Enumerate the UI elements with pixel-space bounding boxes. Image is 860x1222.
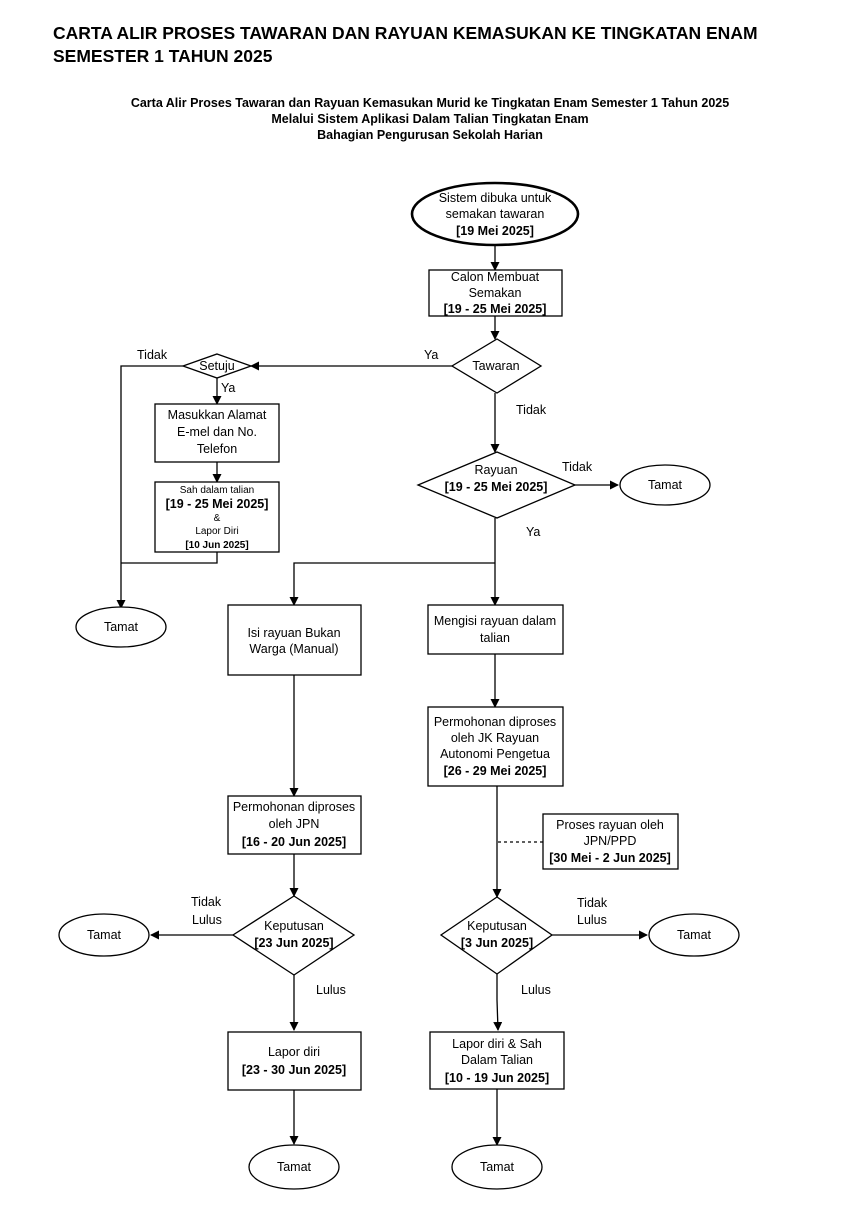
- node-isi-manual-line-1: Isi rayuan Bukan: [247, 626, 340, 640]
- node-tamat-left-end-label: Tamat: [277, 1160, 312, 1174]
- edge-setuju-tamat: [116, 365, 183, 609]
- node-alamat-line-3: Telefon: [197, 442, 237, 456]
- node-semakan: Calon Membuat Semakan [19 - 25 Mei 2025]: [428, 269, 563, 317]
- node-semakan-line-1: Calon Membuat: [451, 270, 540, 284]
- label-setuju-ya: Ya: [221, 381, 235, 395]
- node-jpn-ppd-date: [30 Mei - 2 Jun 2025]: [549, 851, 671, 865]
- node-jpn-ppd: Proses rayuan oleh JPN/PPD [30 Mei - 2 J…: [542, 813, 679, 870]
- node-tamat-setuju-label: Tamat: [104, 620, 139, 634]
- node-isi-talian-line-1: Mengisi rayuan dalam: [434, 614, 556, 628]
- node-lapor-left-date: [23 - 30 Jun 2025]: [242, 1063, 346, 1077]
- node-tamat-right-fail: Tamat: [648, 913, 740, 957]
- node-keputusan-right-label: Keputusan: [467, 919, 527, 933]
- node-rayuan-label: Rayuan: [474, 463, 517, 477]
- node-lapor-right: Lapor diri & Sah Dalam Talian [10 - 19 J…: [429, 1031, 565, 1090]
- node-tamat-rayuan-label: Tamat: [648, 478, 683, 492]
- edge-keputusan-right-lapor: [493, 974, 503, 1031]
- node-sah-date-2: [10 Jun 2025]: [185, 540, 248, 551]
- node-keputusan-right-date: [3 Jun 2025]: [461, 936, 533, 950]
- node-keputusan-left: Keputusan [23 Jun 2025]: [231, 895, 356, 976]
- node-tamat-left-fail: Tamat: [58, 913, 150, 957]
- node-jpn-ppd-line-2: JPN/PPD: [584, 834, 637, 848]
- page-title: CARTA ALIR PROSES TAWARAN DAN RAYUAN KEM…: [53, 23, 758, 66]
- node-jpn-date: [16 - 20 Jun 2025]: [242, 835, 346, 849]
- node-jpn-line-1: Permohonan diproses: [233, 800, 355, 814]
- node-semakan-line-2: Semakan: [469, 286, 522, 300]
- node-start: Sistem dibuka untuk semakan tawaran [19 …: [410, 181, 580, 247]
- node-lapor-left-line-1: Lapor diri: [268, 1045, 320, 1059]
- label-rayuan-tidak: Tidak: [562, 460, 593, 474]
- node-alamat: Masukkan Alamat E-mel dan No. Telefon: [154, 403, 280, 463]
- node-rayuan-date: [19 - 25 Mei 2025]: [445, 480, 548, 494]
- node-start-date: [19 Mei 2025]: [456, 224, 534, 238]
- label-left-tidak: Tidak: [191, 895, 222, 909]
- node-keputusan-left-label: Keputusan: [264, 919, 324, 933]
- label-left-lulus: Lulus: [316, 983, 346, 997]
- node-tamat-setuju: Tamat: [75, 606, 167, 648]
- node-jk-line-2: oleh JK Rayuan: [451, 731, 539, 745]
- edge-sah-join: [121, 552, 218, 564]
- node-tamat-right-end: Tamat: [451, 1144, 543, 1190]
- node-isi-manual-line-2: Warga (Manual): [249, 642, 338, 656]
- node-jpn-line-2: oleh JPN: [269, 817, 320, 831]
- node-sah: Sah dalam talian [19 - 25 Mei 2025] & La…: [154, 481, 280, 553]
- subtitle-line-2: Melalui Sistem Aplikasi Dalam Talian Tin…: [271, 112, 589, 126]
- node-sah-amp: &: [214, 513, 221, 524]
- node-jpn-ppd-line-1: Proses rayuan oleh: [556, 818, 664, 832]
- node-sah-line-1: Sah dalam talian: [180, 485, 255, 496]
- node-keputusan-left-date: [23 Jun 2025]: [254, 936, 333, 950]
- node-lapor-left: Lapor diri [23 - 30 Jun 2025]: [227, 1031, 362, 1091]
- node-keputusan-right: Keputusan [3 Jun 2025]: [439, 896, 554, 975]
- node-tamat-rayuan: Tamat: [619, 464, 711, 506]
- node-tawaran: Tawaran: [450, 338, 543, 394]
- node-jk-rayuan: Permohonan diproses oleh JK Rayuan Auton…: [427, 706, 564, 787]
- node-jpn: Permohonan diproses oleh JPN [16 - 20 Ju…: [227, 795, 362, 855]
- node-lapor-right-line-2: Dalam Talian: [461, 1053, 533, 1067]
- node-isi-talian: Mengisi rayuan dalam talian: [427, 604, 564, 655]
- label-left-lulus-fail: Lulus: [192, 913, 222, 927]
- label-right-lulus: Lulus: [521, 983, 551, 997]
- node-setuju: Setuju: [181, 353, 253, 379]
- node-setuju-label: Setuju: [199, 359, 234, 373]
- label-tawaran-ya: Ya: [424, 348, 438, 362]
- subtitle-line-3: Bahagian Pengurusan Sekolah Harian: [317, 128, 543, 142]
- connectors: [116, 245, 648, 1146]
- node-lapor-right-date: [10 - 19 Jun 2025]: [445, 1071, 549, 1085]
- node-isi-talian-line-2: talian: [480, 631, 510, 645]
- node-semakan-date: [19 - 25 Mei 2025]: [444, 302, 547, 316]
- label-rayuan-ya: Ya: [526, 525, 540, 539]
- subtitle-line-1: Carta Alir Proses Tawaran dan Rayuan Kem…: [130, 96, 730, 110]
- node-isi-manual: Isi rayuan Bukan Warga (Manual): [227, 604, 362, 676]
- node-rayuan: Rayuan [19 - 25 Mei 2025]: [416, 451, 577, 519]
- node-alamat-line-2: E-mel dan No.: [177, 425, 257, 439]
- diagram-subtitle: Carta Alir Proses Tawaran dan Rayuan Kem…: [0, 95, 860, 143]
- node-jk-line-3: Autonomi Pengetua: [440, 747, 550, 761]
- node-alamat-line-1: Masukkan Alamat: [168, 408, 267, 422]
- label-setuju-tidak: Tidak: [137, 348, 168, 362]
- node-sah-line-2: Lapor Diri: [195, 526, 238, 537]
- node-jk-line-1: Permohonan diproses: [434, 715, 556, 729]
- label-tawaran-tidak: Tidak: [516, 403, 547, 417]
- node-tamat-right-fail-label: Tamat: [677, 928, 712, 942]
- node-tamat-right-end-label: Tamat: [480, 1160, 515, 1174]
- node-start-line-2: semakan tawaran: [446, 207, 545, 221]
- node-tamat-left-fail-label: Tamat: [87, 928, 122, 942]
- node-start-line-1: Sistem dibuka untuk: [439, 191, 552, 205]
- edge-rayuan-manual: [289, 562, 495, 606]
- node-jk-date: [26 - 29 Mei 2025]: [444, 764, 547, 778]
- node-tamat-left-end: Tamat: [248, 1144, 340, 1190]
- label-right-tidak: Tidak: [577, 896, 608, 910]
- node-lapor-right-line-1: Lapor diri & Sah: [452, 1037, 542, 1051]
- node-sah-date-1: [19 - 25 Mei 2025]: [166, 497, 269, 511]
- node-tawaran-label: Tawaran: [472, 359, 519, 373]
- edge-labels: Ya Tidak Tidak Ya Tidak Ya Tidak Lulus L…: [137, 348, 608, 997]
- label-right-lulus-fail: Lulus: [577, 913, 607, 927]
